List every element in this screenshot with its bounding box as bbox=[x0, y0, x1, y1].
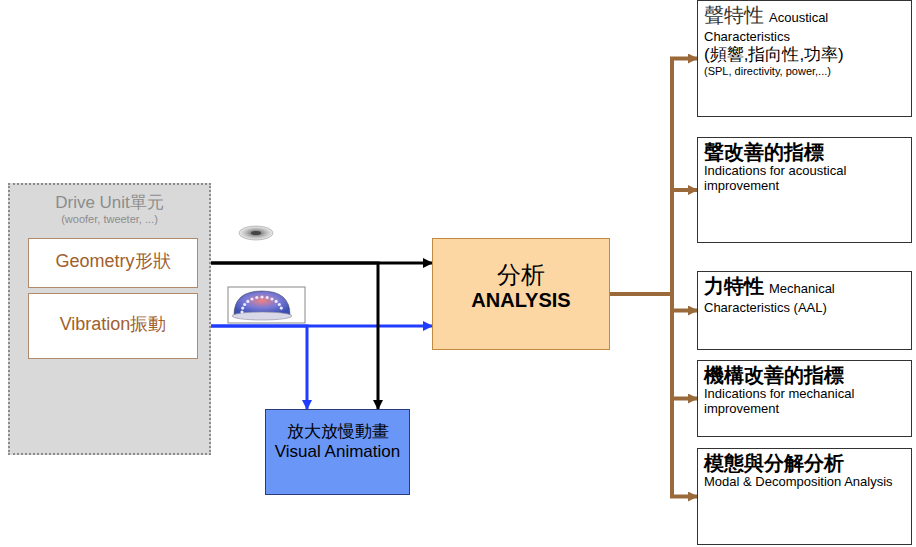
animation-title-zh: 放大放慢動畫 bbox=[270, 422, 405, 442]
connector-arrow bbox=[610, 59, 697, 295]
connector-arrow bbox=[198, 326, 307, 409]
output-subtitle: Modal & Decomposition Analysis bbox=[704, 475, 907, 490]
animation-box: 放大放慢動畫Visual Animation bbox=[265, 409, 410, 495]
group-box: Drive Unit單元(woofer, tweeter, ...) Geomet… bbox=[8, 183, 211, 455]
output-box: 力特性Mechanical Characteristics (AAL) bbox=[697, 271, 912, 350]
vibration-mode-icon bbox=[228, 287, 305, 323]
connector-arrow bbox=[610, 294, 697, 497]
process-box: 分析ANALYSIS bbox=[432, 238, 610, 350]
output-box: 聲改善的指標Indications for acoustical improve… bbox=[697, 137, 912, 243]
group-title: Drive Unit單元 bbox=[14, 193, 205, 213]
input-box: Vibration振動 bbox=[28, 293, 198, 359]
process-title-zh: 分析 bbox=[437, 261, 605, 289]
output-heading: 聲特性 bbox=[704, 4, 764, 26]
connector-arrow bbox=[610, 294, 697, 311]
output-heading: 模態與分解分析 bbox=[704, 452, 907, 475]
output-box: 機構改善的指標Indications for mechanical improv… bbox=[697, 360, 912, 437]
output-heading: 機構改善的指標 bbox=[704, 364, 907, 387]
output-box: 聲特性Acoustical Characteristics(頻響,指向性,功率)… bbox=[697, 0, 912, 117]
input-label: Geometry形狀 bbox=[33, 251, 193, 272]
output-subtitle: Indications for acoustical improvement bbox=[704, 164, 907, 194]
output-box: 模態與分解分析Modal & Decomposition Analysis bbox=[697, 448, 912, 545]
process-title-en: ANALYSIS bbox=[437, 289, 605, 312]
output-heading: 力特性 bbox=[704, 275, 764, 297]
connector-arrow bbox=[610, 294, 697, 399]
output-detail: (SPL, directivity, power,...) bbox=[704, 65, 907, 78]
group-subtitle: (woofer, tweeter, ...) bbox=[14, 213, 205, 226]
connector-arrow bbox=[198, 263, 378, 409]
output-heading: 聲改善的指標 bbox=[704, 141, 907, 164]
output-subtitle: Indications for mechanical improvement bbox=[704, 387, 907, 417]
speaker-cone-icon bbox=[239, 226, 273, 240]
animation-title-en: Visual Animation bbox=[270, 442, 405, 462]
input-label: Vibration振動 bbox=[33, 314, 193, 335]
output-detail: (頻響,指向性,功率) bbox=[704, 45, 907, 65]
input-box: Geometry形狀 bbox=[28, 238, 198, 288]
connector-arrow bbox=[610, 190, 697, 294]
